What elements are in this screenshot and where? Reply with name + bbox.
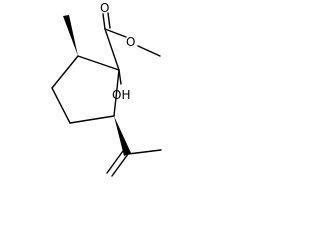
ester-oxygen-label: O xyxy=(126,35,135,49)
molecule-structure: O O OH xyxy=(51,1,162,177)
methyl-wedge-bond xyxy=(63,15,78,56)
bond-c1-carbonyl-carbon xyxy=(104,28,120,71)
carbonyl-double-bond-a xyxy=(102,13,106,30)
carbonyl-oxygen-label: O xyxy=(100,1,109,15)
bond-ester-oxygen-methyl xyxy=(137,45,161,57)
ring-bond-c3-c4 xyxy=(51,87,71,124)
isopropenyl-double-bond-b xyxy=(106,150,124,174)
isopropenyl-double-bond-a xyxy=(111,153,129,177)
ring-bond-c4-c5 xyxy=(69,115,115,124)
ring-bond-c5-c1 xyxy=(113,69,120,117)
isopropenyl-wedge-bond xyxy=(114,116,131,156)
bond-carbonyl-ester-oxygen xyxy=(104,28,127,38)
bond-isopropenyl-methyl xyxy=(127,149,162,155)
bond-c1-hydroxyl xyxy=(118,69,122,85)
hydroxyl-label: OH xyxy=(112,88,130,102)
ring-bond-c1-c2 xyxy=(77,55,120,71)
carbonyl-double-bond-b xyxy=(107,12,111,29)
ring-bond-c2-c3 xyxy=(51,55,79,89)
